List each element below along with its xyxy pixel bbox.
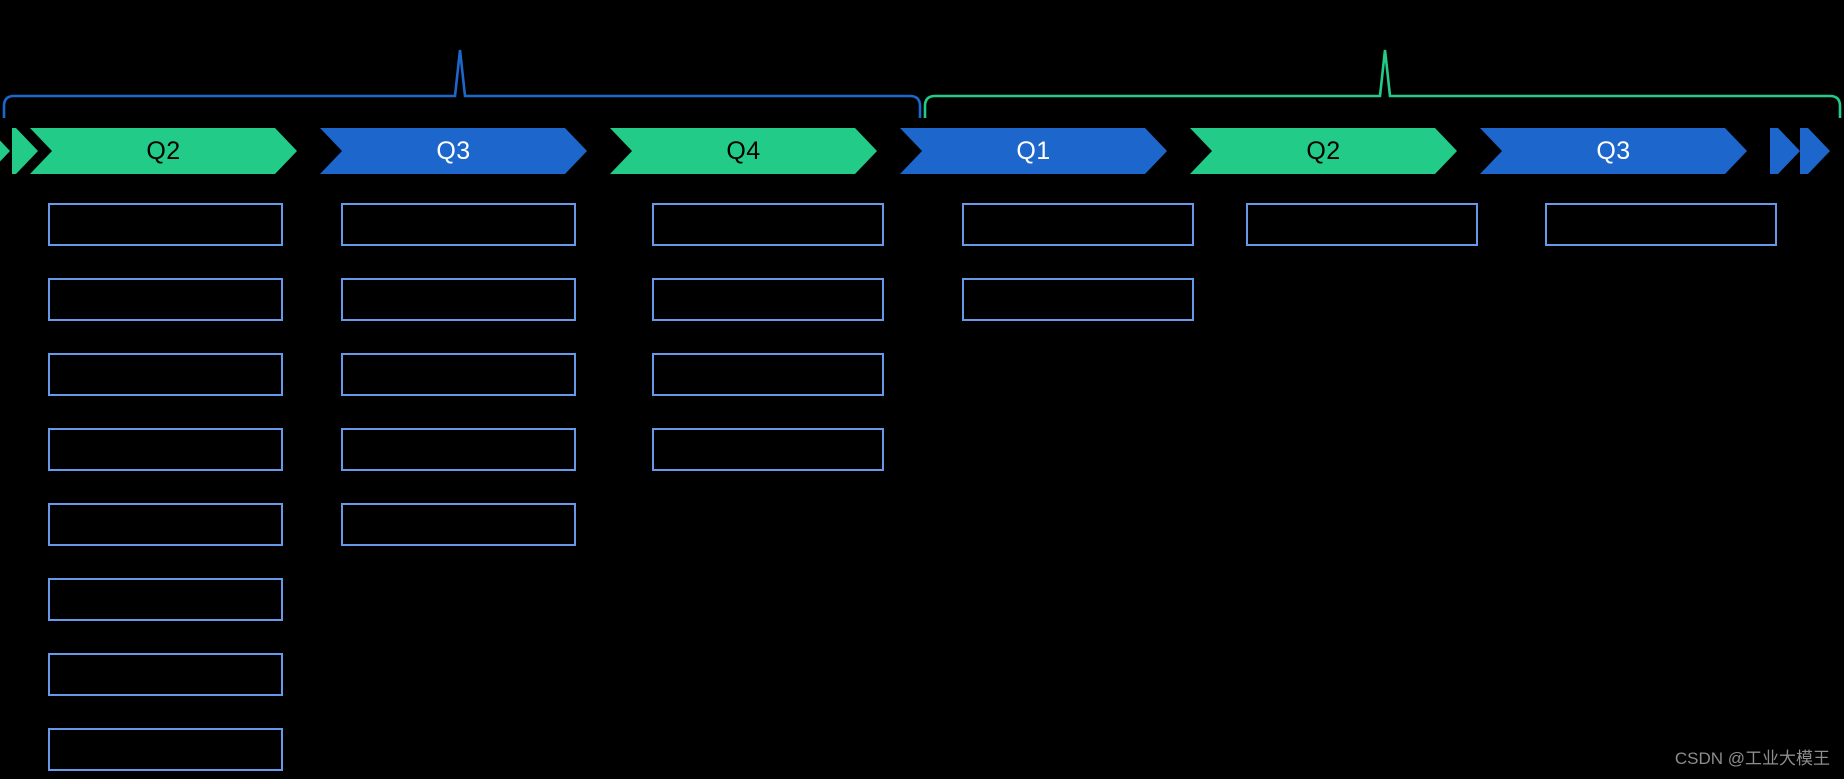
task-box[interactable] — [652, 203, 884, 246]
chevron-shape — [900, 128, 1167, 174]
chevron-shape — [0, 140, 10, 162]
watermark-text: CSDN @工业大模王 — [1674, 749, 1830, 768]
task-box[interactable] — [341, 278, 576, 321]
chevron-shape — [12, 128, 38, 174]
chevron-shape — [30, 128, 297, 174]
chevron-shape — [610, 128, 877, 174]
timeline-segment-q3-1[interactable]: Q3 — [320, 128, 587, 174]
task-box[interactable] — [48, 503, 283, 546]
chevron-icon — [30, 128, 297, 174]
task-box[interactable] — [341, 203, 576, 246]
chevron-icon — [1190, 128, 1457, 174]
task-box[interactable] — [341, 428, 576, 471]
task-box[interactable] — [48, 203, 283, 246]
task-box[interactable] — [48, 728, 283, 771]
timeline-segment-q4-2[interactable]: Q4 — [610, 128, 877, 174]
task-box[interactable] — [652, 278, 884, 321]
timeline-edge-chevron-left-inner — [12, 128, 38, 174]
timeline-edge-chevron-left-outer — [0, 128, 10, 174]
phase-bracket-layer — [2, 49, 1842, 118]
timeline-segment-q2-4[interactable]: Q2 — [1190, 128, 1457, 174]
timeline-segment-q2-0[interactable]: Q2 — [30, 128, 297, 174]
task-box[interactable] — [652, 428, 884, 471]
chevron-shape — [1480, 128, 1747, 174]
timeline-edge-chevron-right-outer — [1770, 128, 1800, 174]
chevron-icon — [900, 128, 1167, 174]
timeline-segment-q3-5[interactable]: Q3 — [1480, 128, 1747, 174]
bracket-right — [923, 49, 1842, 118]
chevron-icon — [1480, 128, 1747, 174]
chevron-shape — [1800, 128, 1830, 174]
task-box[interactable] — [962, 203, 1194, 246]
bracket-left — [2, 49, 922, 118]
quarter-timeline: Q2 Q3 Q4 Q1 Q2 Q3 — [0, 128, 1844, 174]
task-box[interactable] — [48, 653, 283, 696]
chevron-shape — [1770, 128, 1800, 174]
task-box[interactable] — [48, 353, 283, 396]
task-box[interactable] — [48, 428, 283, 471]
task-box[interactable] — [1545, 203, 1777, 246]
chevron-shape — [1190, 128, 1457, 174]
chevron-icon — [320, 128, 587, 174]
task-box[interactable] — [341, 503, 576, 546]
task-box[interactable] — [341, 353, 576, 396]
task-box[interactable] — [962, 278, 1194, 321]
task-box[interactable] — [652, 353, 884, 396]
task-box[interactable] — [48, 578, 283, 621]
chevron-shape — [320, 128, 587, 174]
timeline-edge-chevron-right-inner — [1800, 128, 1830, 174]
task-box[interactable] — [48, 278, 283, 321]
chevron-icon — [610, 128, 877, 174]
task-box[interactable] — [1246, 203, 1478, 246]
timeline-segment-q1-3[interactable]: Q1 — [900, 128, 1167, 174]
